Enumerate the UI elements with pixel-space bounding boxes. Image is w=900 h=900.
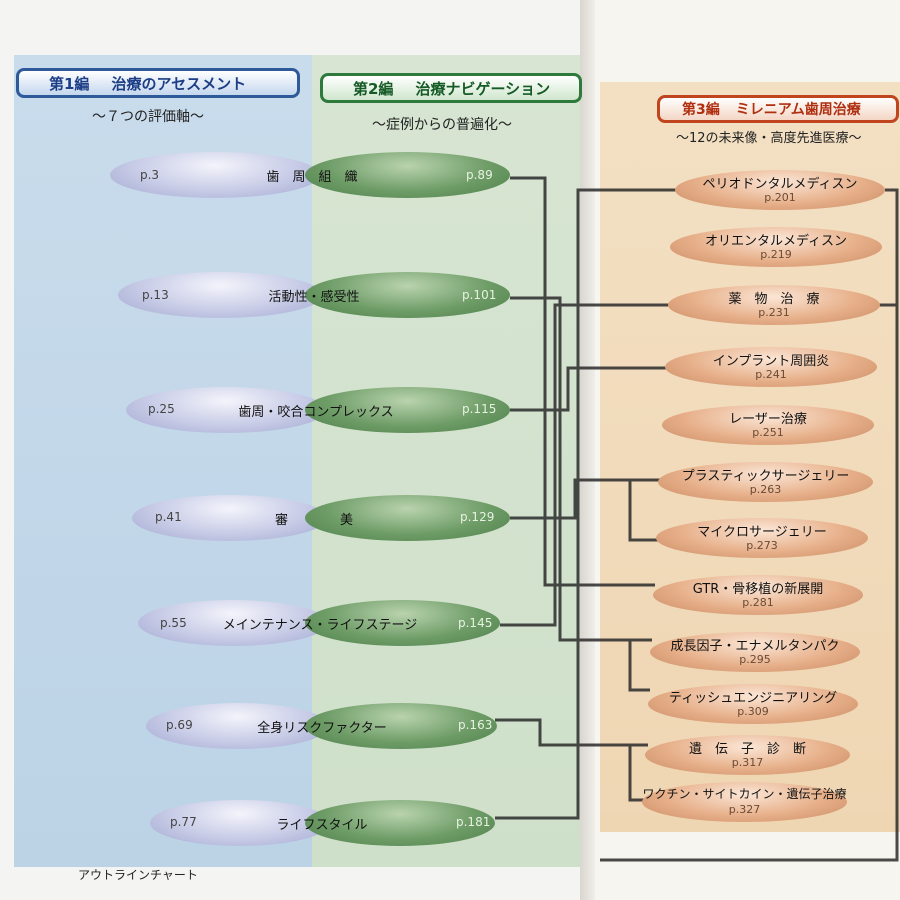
- connector-line: [510, 366, 600, 412]
- row-label: 全身リスクファクター: [257, 721, 387, 736]
- row-label: 活動性・感受性: [268, 290, 360, 305]
- assessment-page: p.3: [140, 168, 160, 182]
- section1-number: 第1編: [49, 74, 90, 93]
- navigation-page: p.163: [458, 718, 493, 732]
- navigation-pill: [305, 152, 510, 198]
- future-item-pill: 遺 伝 子 診 断 p.317: [645, 735, 850, 775]
- future-item-pill: 成長因子・エナメルタンパク p.295: [650, 632, 860, 672]
- future-item-pill: ティッシュエンジニアリング p.309: [648, 684, 858, 724]
- navigation-pill: [305, 495, 510, 541]
- row-label: 審 美: [274, 513, 354, 528]
- row-label: 歯 周 組 織: [266, 170, 358, 185]
- book-gutter: [580, 0, 595, 900]
- navigation-pill: [305, 703, 497, 749]
- connector-line: [510, 176, 600, 587]
- section1-subtitle: 〜７つの評価軸〜: [92, 109, 204, 125]
- section3-header: 第3編 ミレニアム歯周治療: [657, 95, 899, 123]
- future-item-label: レーザー治療: [729, 412, 807, 427]
- future-item-pill: オリエンタルメディスン p.219: [670, 227, 882, 267]
- future-item-page: p.295: [739, 653, 771, 666]
- assessment-pill: [146, 703, 329, 749]
- section1-header: 第1編 治療のアセスメント: [16, 68, 300, 98]
- assessment-pill: [110, 152, 320, 198]
- future-item-label: プラスティックサージェリー: [681, 469, 850, 484]
- section2-title: 治療ナビゲーション: [415, 79, 551, 98]
- connector-line: [510, 296, 600, 642]
- assessment-page: p.69: [166, 718, 193, 732]
- future-item-pill: ワクチン・サイトカイン・遺伝子治療 p.327: [642, 782, 847, 822]
- assessment-page: p.13: [142, 288, 169, 302]
- future-item-label: 成長因子・エナメルタンパク: [670, 639, 840, 654]
- connector-line: [500, 303, 600, 627]
- future-item-pill: 薬 物 治 療 p.231: [668, 285, 880, 325]
- assessment-pill: [150, 800, 330, 846]
- future-item-page: p.231: [758, 306, 790, 319]
- future-item-page: p.201: [764, 191, 796, 204]
- assessment-pill: [138, 600, 328, 646]
- future-item-page: p.281: [742, 596, 774, 609]
- section3-subtitle: 〜12の未来像・高度先進医療〜: [676, 131, 862, 146]
- future-item-page: p.327: [728, 803, 761, 816]
- navigation-pill: [305, 272, 510, 318]
- assessment-page: p.41: [155, 510, 182, 524]
- connector-line: [495, 188, 600, 820]
- future-item-page: p.317: [731, 756, 764, 769]
- connector-line: [628, 480, 660, 542]
- section2-header: 第2編 治療ナビゲーション: [320, 73, 582, 103]
- navigation-pill: [305, 600, 500, 646]
- future-item-label: オリエンタルメディスン: [704, 234, 848, 249]
- section1-title: 治療のアセスメント: [111, 74, 247, 93]
- row-label: 歯周・咬合コンプレックス: [238, 405, 394, 420]
- navigation-page: p.145: [458, 616, 493, 630]
- navigation-pill: [305, 800, 495, 846]
- navigation-page: p.115: [462, 402, 497, 416]
- navigation-page: p.129: [460, 510, 495, 524]
- assessment-page: p.55: [160, 616, 187, 630]
- assessment-page: p.25: [148, 402, 175, 416]
- section3-title: ミレニアム歯周治療: [735, 102, 861, 118]
- future-item-label: ティッシュエンジニアリング: [668, 691, 838, 706]
- future-item-page: p.219: [760, 248, 792, 261]
- navigation-page: p.89: [466, 168, 493, 182]
- navigation-page: p.101: [462, 288, 497, 302]
- connector-line: [510, 478, 600, 520]
- connector-line: [628, 640, 650, 692]
- future-item-pill: GTR・骨移植の新展開 p.281: [653, 575, 863, 615]
- future-item-page: p.309: [737, 705, 769, 718]
- future-item-label: 遺 伝 子 診 断: [688, 742, 806, 757]
- row-label: ライフスタイル: [276, 818, 368, 833]
- page-footer: アウトラインチャート: [78, 868, 198, 882]
- future-item-label: マイクロサージェリー: [697, 525, 827, 540]
- future-item-pill: マイクロサージェリー p.273: [656, 518, 868, 558]
- section2-number: 第2編: [353, 79, 394, 98]
- future-item-pill: レーザー治療 p.251: [662, 405, 874, 445]
- future-item-pill: プラスティックサージェリー p.263: [658, 462, 873, 502]
- assessment-pill: [132, 495, 327, 541]
- navigation-pill: [305, 387, 510, 433]
- future-item-page: p.251: [752, 426, 784, 439]
- connector-line: [600, 188, 899, 862]
- row-label: メインテナンス・ライフステージ: [222, 618, 418, 633]
- connector-line: [495, 718, 600, 747]
- assessment-pill: [126, 387, 326, 433]
- future-item-pill: インプラント周囲炎 p.241: [665, 347, 877, 387]
- navigation-page: p.181: [456, 815, 491, 829]
- future-item-label: インプラント周囲炎: [712, 354, 830, 369]
- future-item-label: GTR・骨移植の新展開: [692, 582, 824, 597]
- future-item-page: p.263: [749, 483, 782, 496]
- future-item-page: p.273: [746, 539, 778, 552]
- future-item-page: p.241: [755, 368, 787, 381]
- future-item-label: ペリオドンタルメディスン: [702, 177, 858, 192]
- assessment-pill: [118, 272, 323, 318]
- assessment-page: p.77: [170, 815, 197, 829]
- section3-number: 第3編: [682, 102, 720, 118]
- future-item-label: 薬 物 治 療: [728, 292, 820, 307]
- future-item-label: ワクチン・サイトカイン・遺伝子治療: [642, 787, 847, 801]
- section2-subtitle: 〜症例からの普遍化〜: [372, 117, 512, 133]
- future-item-pill: ペリオドンタルメディスン p.201: [675, 170, 885, 210]
